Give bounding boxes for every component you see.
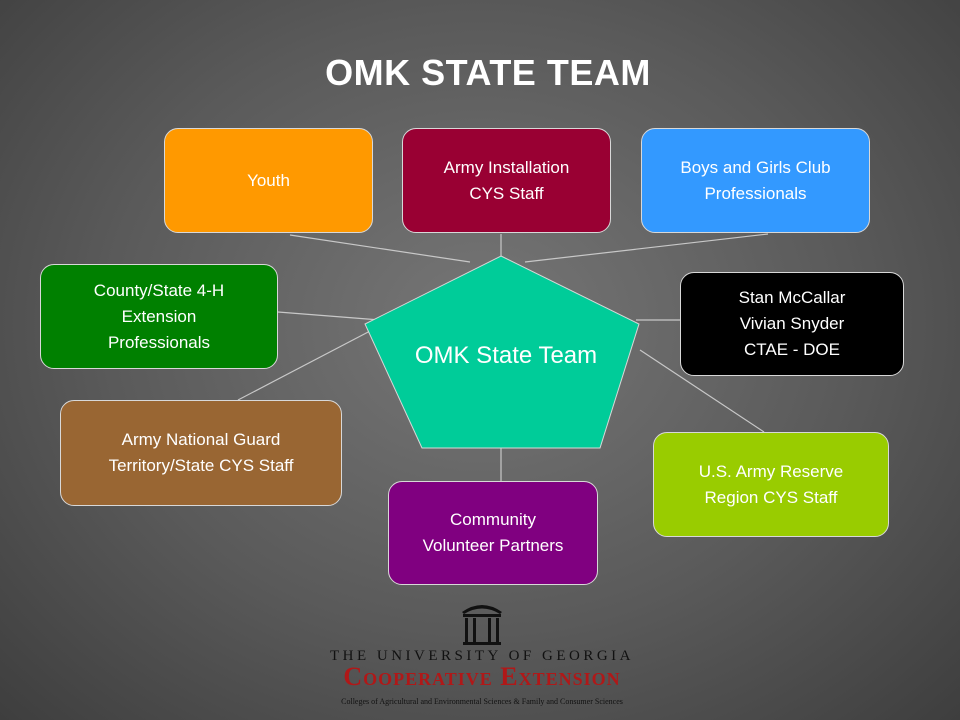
node-youth: Youth	[164, 128, 373, 233]
connector-youth	[289, 234, 471, 263]
node-boys-girls-club-label: Boys and Girls Club Professionals	[680, 157, 831, 203]
node-county-4h: County/State 4-H Extension Professionals	[40, 264, 278, 369]
center-label: OMK State Team	[414, 342, 598, 369]
slide-title: OMK STATE TEAM	[325, 52, 651, 93]
node-stan-mccallar-label: Stan McCallar Vivian Snyder CTAE - DOE	[738, 288, 846, 359]
node-community-label: Community Volunteer Partners	[422, 510, 564, 555]
connector-boys-girls-club	[524, 233, 769, 263]
node-army-reserve: U.S. Army Reserve Region CYS Staff	[653, 432, 889, 537]
connector-army-reserve	[639, 349, 765, 433]
connector-county-4h	[277, 311, 381, 321]
logo-name: Cooperative Extension	[343, 662, 621, 691]
node-stan-mccallar: Stan McCallar Vivian Snyder CTAE - DOE	[680, 272, 904, 376]
connector-national-guard	[237, 329, 373, 401]
node-county-4h-label: County/State 4-H Extension Professionals	[93, 280, 225, 352]
node-army-installation-label: Army Installation CYS Staff	[443, 157, 570, 203]
arch-icon	[462, 605, 502, 645]
logo-colleges: Colleges of Agricultural and Environment…	[341, 697, 623, 706]
node-army-national-guard-label: Army National Guard Territory/State CYS …	[108, 430, 294, 475]
center-pentagon	[364, 255, 640, 449]
logo-university: THE UNIVERSITY OF GEORGIA	[329, 648, 634, 664]
node-boys-girls-club: Boys and Girls Club Professionals	[641, 128, 870, 233]
node-army-national-guard: Army National Guard Territory/State CYS …	[60, 400, 342, 506]
node-army-reserve-label: U.S. Army Reserve Region CYS Staff	[698, 461, 844, 507]
node-army-installation: Army Installation CYS Staff	[402, 128, 611, 233]
node-youth-label: Youth	[247, 170, 290, 190]
uga-extension-logo: THE UNIVERSITY OF GEORGIA Cooperative Ex…	[300, 600, 664, 715]
node-community: Community Volunteer Partners	[388, 481, 598, 585]
